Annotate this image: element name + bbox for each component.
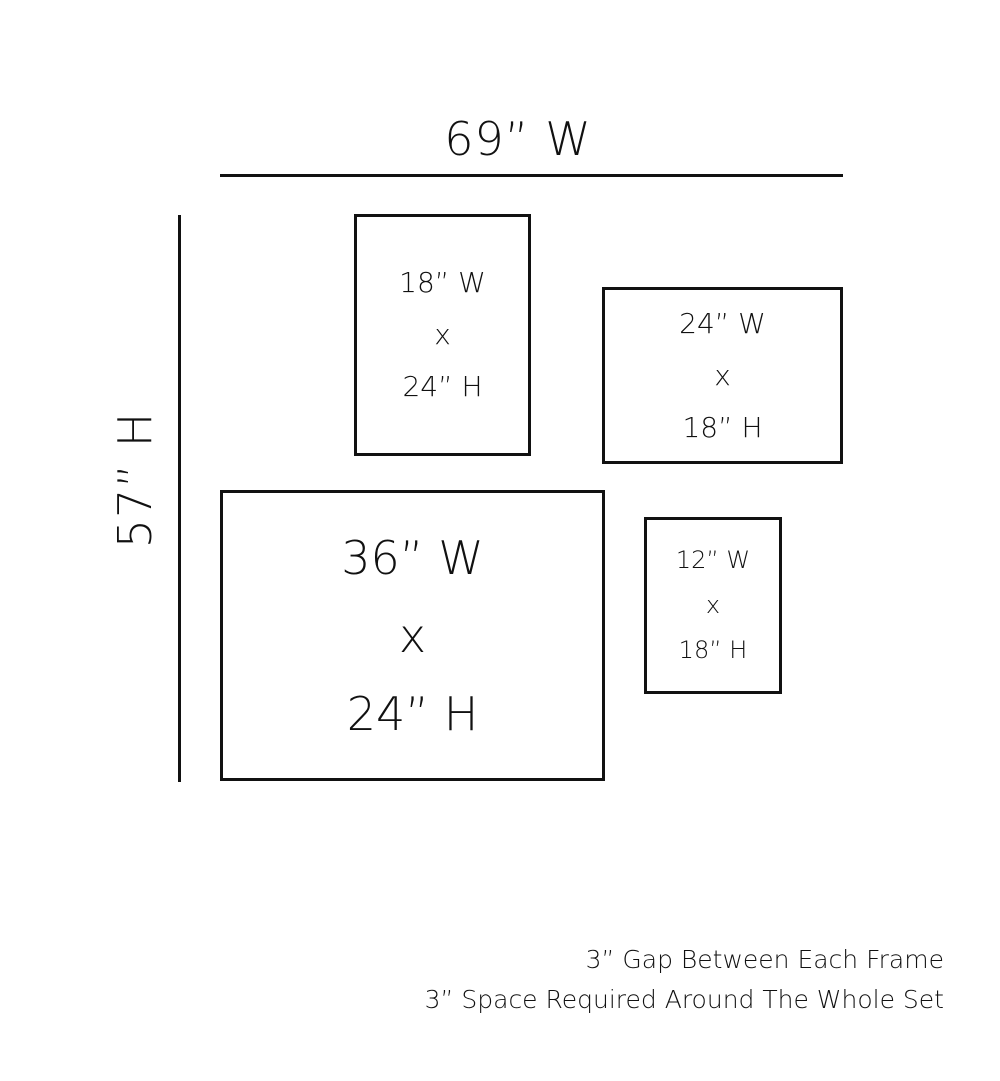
width-dimension-line <box>220 174 843 177</box>
space-note: 3” Space Required Around The Whole Set <box>424 985 944 1014</box>
frame-18x24: 18” W x 24” H <box>354 214 531 456</box>
frame-36x24: 36” W x 24” H <box>220 490 605 781</box>
frame-height: 24” H <box>402 370 483 403</box>
frame-times: x <box>434 318 451 351</box>
frame-height: 24” H <box>346 686 479 741</box>
frame-width: 12” W <box>675 546 751 574</box>
gap-note: 3” Gap Between Each Frame <box>585 945 944 974</box>
frame-times: x <box>714 358 731 392</box>
frame-height: 18” H <box>682 410 763 444</box>
frame-times: x <box>705 591 721 619</box>
height-dimension-line <box>178 215 181 782</box>
frame-12x18: 12” W x 18” H <box>644 517 782 694</box>
frame-width: 36” W <box>341 530 484 585</box>
frame-height: 18” H <box>678 636 748 664</box>
overall-width-label: 69” W <box>444 112 592 166</box>
frame-24x18: 24” W x 18” H <box>602 287 843 464</box>
frame-width: 18” W <box>399 266 486 299</box>
frame-times: x <box>398 608 427 663</box>
frame-width: 24” W <box>679 306 766 340</box>
overall-height-label: 57” H <box>108 411 162 549</box>
